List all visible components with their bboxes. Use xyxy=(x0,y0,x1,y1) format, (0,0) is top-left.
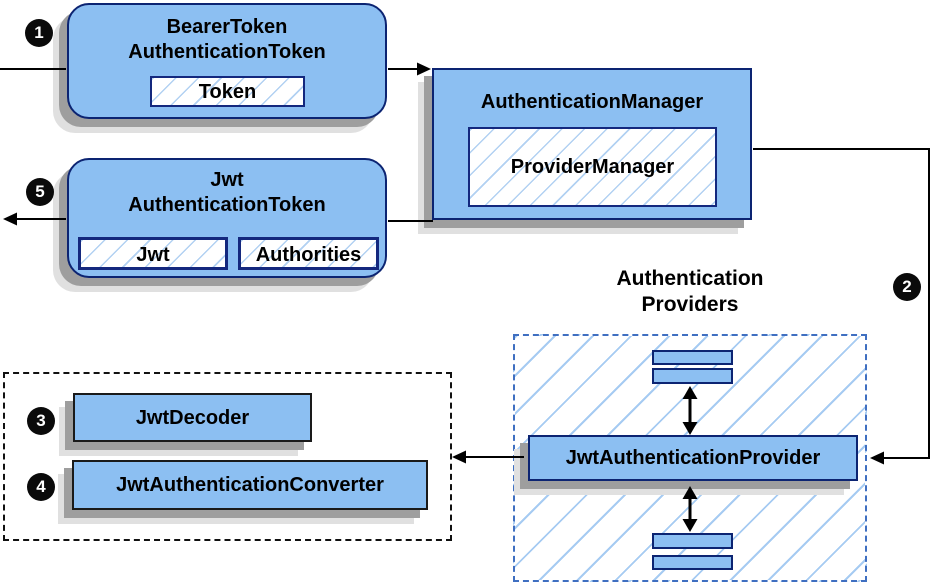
authorities-chip: Authorities xyxy=(238,237,379,270)
provider-placeholder-bar xyxy=(652,350,733,365)
provider-placeholder-bar xyxy=(652,533,733,549)
bearer-token-label-line2: AuthenticationToken xyxy=(128,41,326,63)
jwt-authentication-converter-label: JwtAuthenticationConverter xyxy=(116,474,384,496)
jwt-decoder-converter-group-box xyxy=(3,372,452,541)
step-2-badge: 2 xyxy=(893,273,921,301)
step-4-badge: 4 xyxy=(27,473,55,501)
bearer-token-label-line1: BearerToken xyxy=(166,16,288,38)
authentication-providers-title-line2: Providers xyxy=(641,293,739,316)
step-5-badge: 5 xyxy=(26,178,54,206)
jwt-chip: Jwt xyxy=(78,237,228,270)
jwt-authentication-provider-node: JwtAuthenticationProvider xyxy=(528,435,858,481)
provider-manager-chip: ProviderManager xyxy=(468,127,717,207)
authentication-providers-title-line1: Authentication xyxy=(616,267,764,290)
authentication-manager-label: AuthenticationManager xyxy=(480,91,704,113)
authentication-manager-node: AuthenticationManager ProviderManager xyxy=(432,68,752,220)
step-1-badge: 1 xyxy=(25,19,53,47)
jwt-authentication-token-node: Jwt AuthenticationToken Jwt Authorities xyxy=(67,158,387,278)
jwt-token-outgoing-arrowhead xyxy=(3,212,17,226)
manager-to-provider-arrowhead xyxy=(870,451,884,465)
jwt-decoder-label: JwtDecoder xyxy=(135,407,250,429)
provider-to-decoder-group-arrowhead xyxy=(452,450,466,464)
authentication-providers-title: Authentication Providers xyxy=(513,266,867,318)
jwt-decoder-node: JwtDecoder xyxy=(73,393,312,442)
step-3-badge: 3 xyxy=(27,407,55,435)
bearer-token-authentication-token-node: BearerToken AuthenticationToken Token xyxy=(67,3,387,119)
provider-placeholder-bar xyxy=(652,555,733,570)
token-chip: Token xyxy=(150,76,305,107)
jwt-token-label-line2: AuthenticationToken xyxy=(128,194,326,216)
provider-placeholder-bar xyxy=(652,368,733,384)
bearer-to-manager-arrowhead xyxy=(417,62,431,76)
jwt-authentication-converter-node: JwtAuthenticationConverter xyxy=(72,460,428,510)
jwt-token-label-line1: Jwt xyxy=(210,169,244,191)
jwt-authentication-provider-label: JwtAuthenticationProvider xyxy=(565,447,821,469)
